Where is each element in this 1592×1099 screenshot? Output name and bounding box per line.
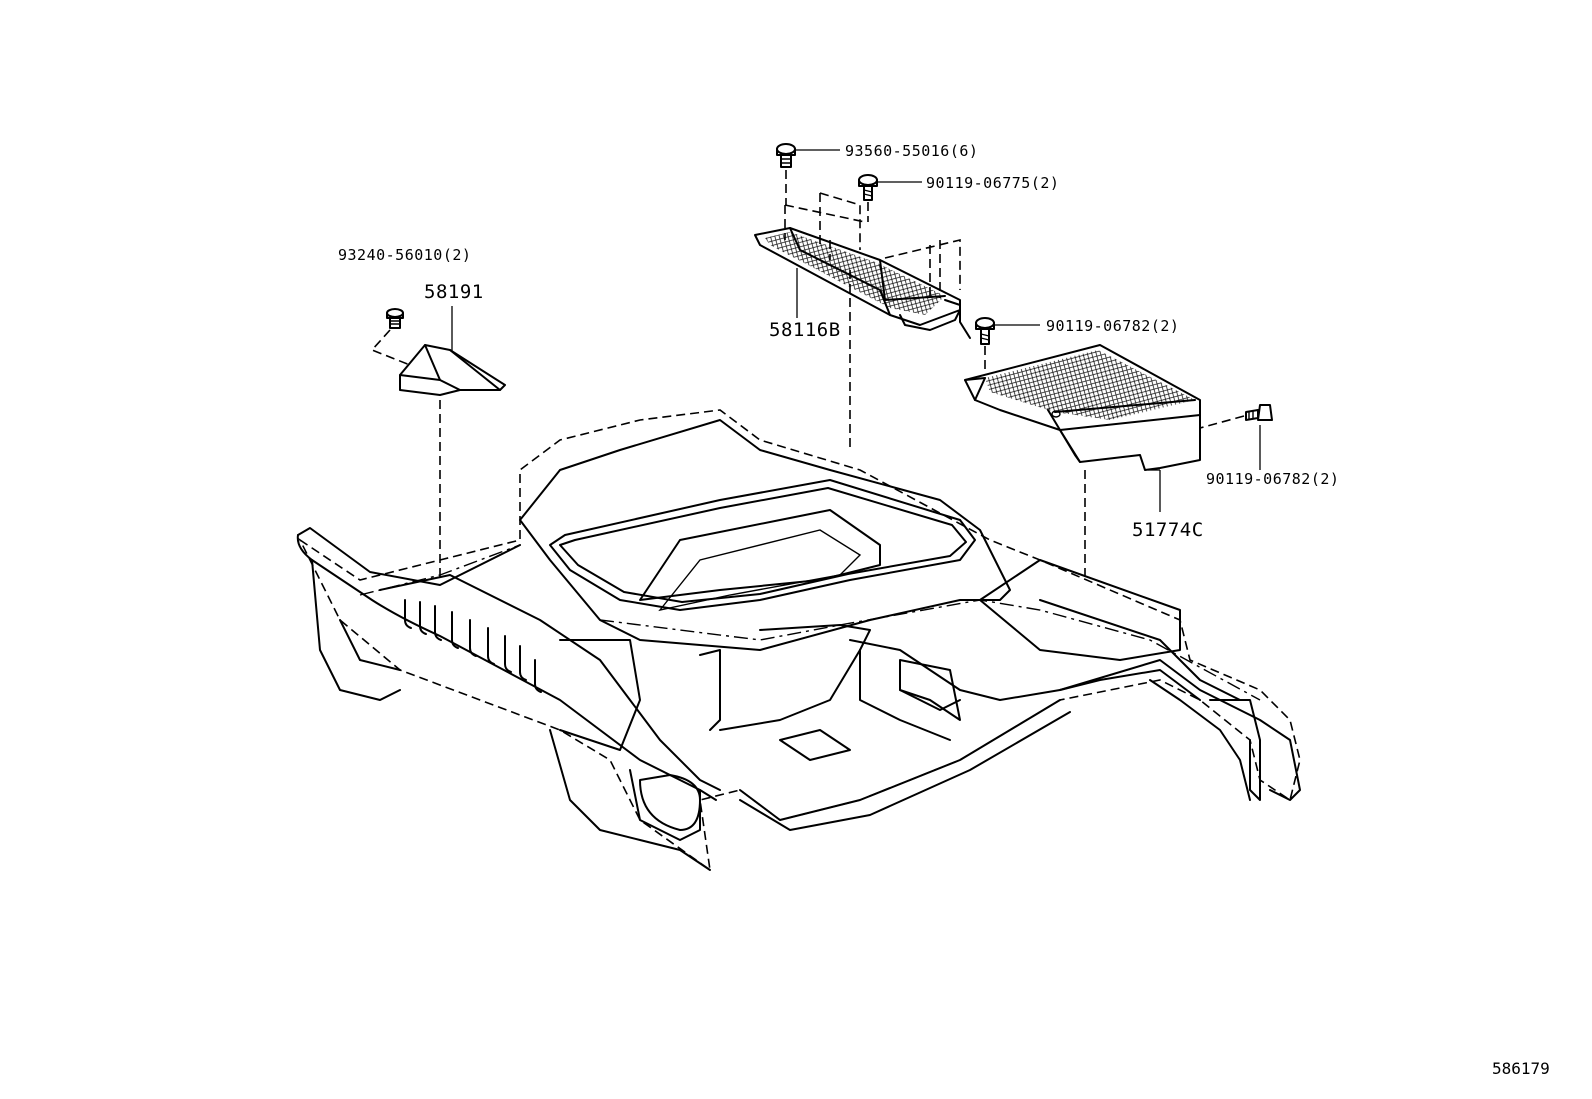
callout-90119-06782-side: 90119-06782(2) — [1206, 470, 1339, 488]
callout-90119-06775: 90119-06775(2) — [926, 174, 1059, 192]
callout-93240-56010: 93240-56010(2) — [338, 246, 471, 264]
callout-90119-06782-top: 90119-06782(2) — [1046, 317, 1179, 335]
clip-93240-icon — [386, 308, 404, 329]
callout-51774c: 51774C — [1132, 519, 1204, 541]
part-51774c-cover — [964, 317, 1273, 580]
bolt-90119-06782-side-icon — [1245, 404, 1273, 421]
part-58116b-tray — [754, 143, 971, 450]
bolt-90119-06782-top-icon — [975, 317, 995, 345]
diagram-id: 586179 — [1492, 1059, 1550, 1078]
clip-93560-icon — [776, 143, 796, 168]
callout-93560-55016: 93560-55016(6) — [845, 142, 978, 160]
part-58191-bracket — [370, 306, 506, 580]
callout-58191: 58191 — [424, 281, 484, 303]
rear-panel-vents — [404, 599, 542, 693]
vehicle-floor-body — [296, 409, 1301, 872]
callout-58116b: 58116B — [769, 319, 841, 341]
bolt-90119-06775-icon — [858, 174, 878, 201]
